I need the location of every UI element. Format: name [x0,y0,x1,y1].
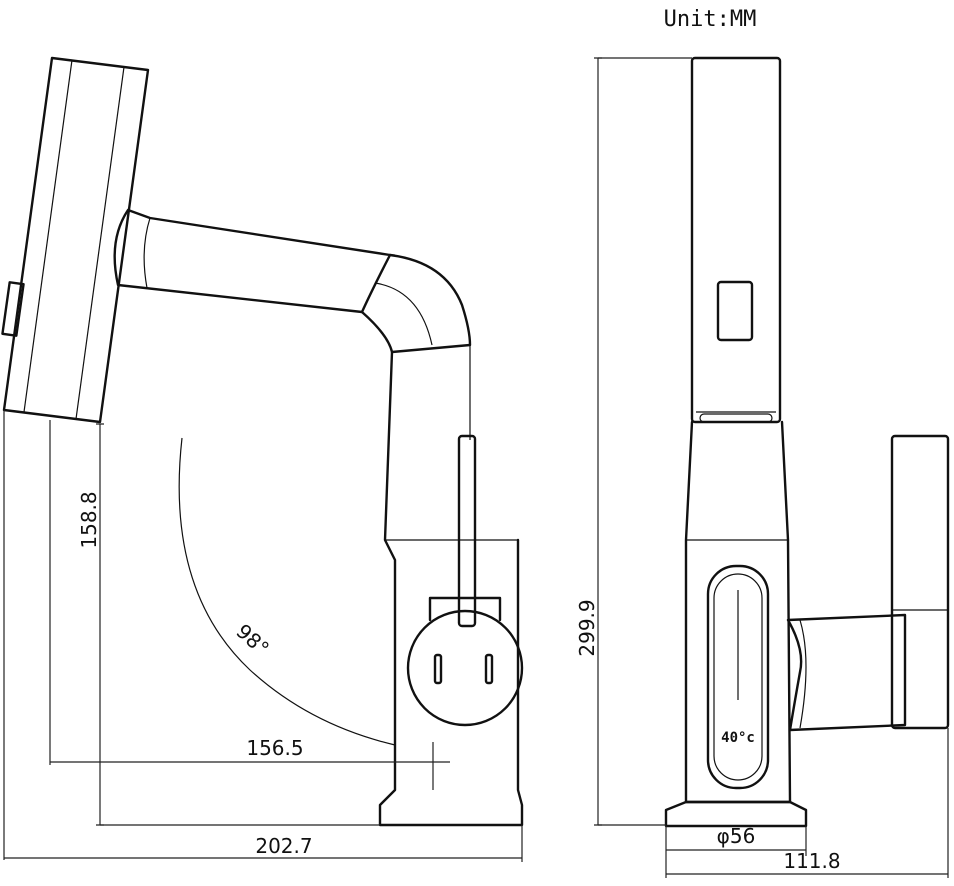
total-depth-label: 202.7 [255,834,312,858]
side-view-knob [406,609,524,727]
base-diameter-label: φ56 [717,824,756,848]
side-view-spray-head [2,56,150,424]
side-view-spout [113,208,392,314]
body-width-label: 111.8 [783,849,840,873]
rotation-angle-label: 98° [231,619,273,661]
spout-reach-label: 156.5 [246,736,303,760]
temperature-readout: 40°c [721,730,755,746]
side-view-dimensions: 158.8 98° 156.5 202.7 [3,410,523,862]
rotation-arc [178,437,396,746]
unit-label: Unit:MM [664,7,757,32]
front-view-dimensions: 299.9 φ56 111.8 [575,57,949,878]
front-view-display-panel [706,564,770,790]
side-view-body [378,350,524,827]
side-view [1,56,524,827]
lever-height-label: 158.8 [77,491,101,548]
front-view-spray-head [690,56,782,424]
total-height-label: 299.9 [575,599,599,656]
side-view-lever [457,434,477,628]
front-view-lever-stem [786,613,907,732]
front-view-head-button [716,280,754,342]
front-view-base [664,800,808,828]
side-view-head-button [1,281,25,337]
front-view-lever-handle [890,434,950,730]
front-view: 40°c [664,56,950,828]
side-view-elbow [360,253,472,354]
